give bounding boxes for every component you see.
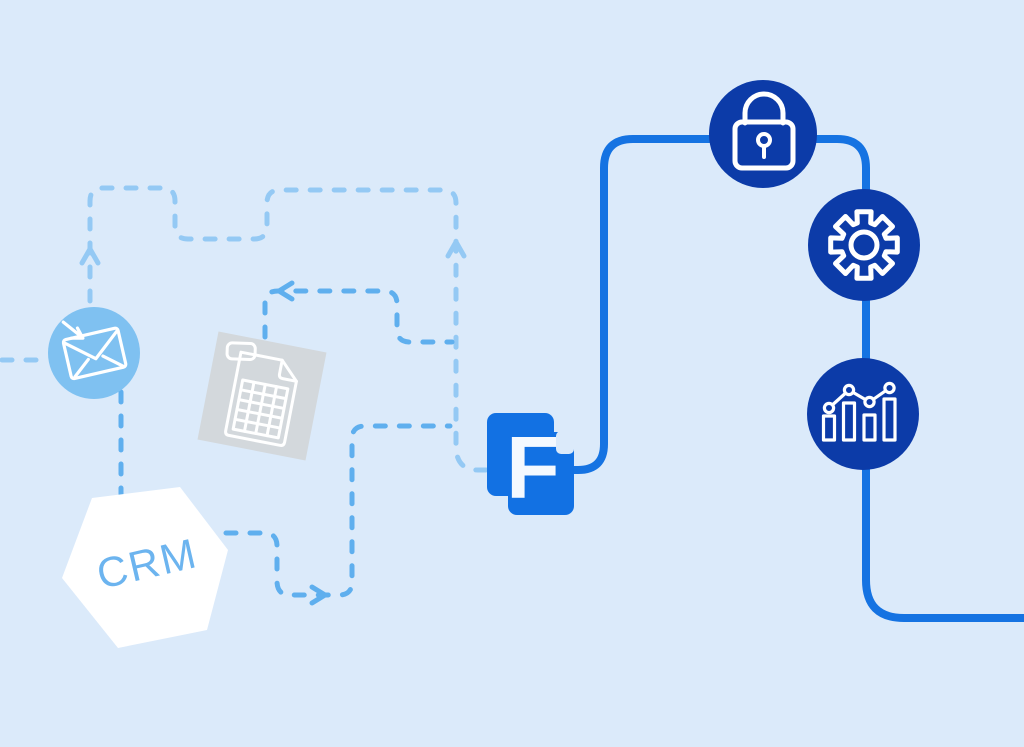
dashed-path-from-crm [223,423,453,598]
gear-icon [828,209,900,281]
email-badge-circle [48,307,140,399]
incoming-email-icon [61,320,128,381]
lock-icon [732,91,796,171]
document-tile [197,331,327,461]
settings-badge [808,189,920,301]
dashed-path-to-file [262,288,455,345]
up-arrow-icon [445,239,467,259]
crm-hexagon: CRM [62,487,228,648]
logo-letter: F [506,418,560,517]
dashed-path-main-loop [87,185,489,473]
app-logo: F [487,413,574,517]
dashed-paths-bright [118,280,455,606]
connector-line [566,135,1024,622]
left-arrow-icon [276,280,295,302]
bar-chart-icon [821,381,897,442]
up-arrow-icon [79,246,101,266]
security-badge [709,80,817,188]
settings-badge-circle [808,189,920,301]
dashed-paths-light [0,185,489,473]
email-badge [48,307,140,399]
logo-front-card [508,432,574,515]
analytics-badge [807,358,919,470]
spreadsheet-file-icon [224,341,298,447]
hexagon-shape [62,487,228,648]
logo-notch [556,431,574,454]
right-arrow-icon [309,584,328,606]
